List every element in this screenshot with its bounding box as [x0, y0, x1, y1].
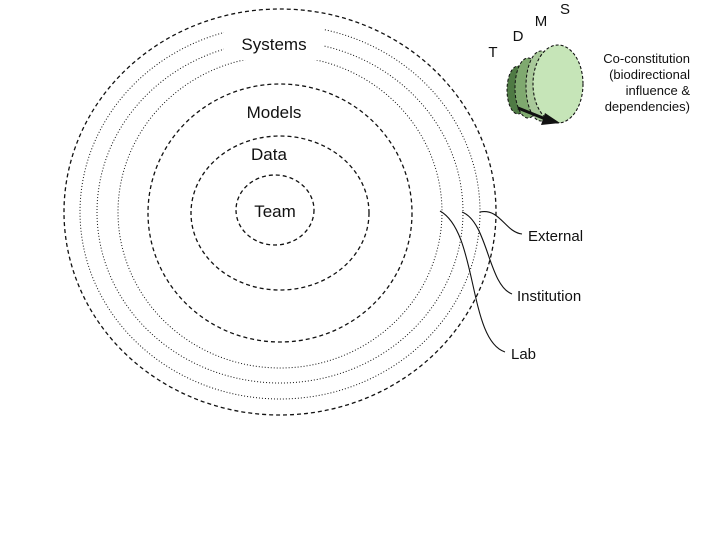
data-ring [190, 135, 370, 291]
legend-caption-line-1: Co-constitution [603, 51, 690, 66]
lab-label: Lab [511, 346, 536, 363]
lab-leader-line [439, 210, 506, 353]
external-label: External [528, 228, 583, 245]
legend-caption-line-4: dependencies) [605, 99, 690, 114]
team-label: Team [254, 202, 296, 221]
systems-layer-disc [532, 44, 584, 124]
team-ring [235, 174, 315, 246]
legend-letter-d: D [513, 28, 524, 45]
models-label: Models [247, 103, 302, 122]
models-ring [147, 83, 413, 343]
legend-letter-s: S [560, 1, 570, 18]
legend-caption-line-3: influence & [626, 83, 691, 98]
systems-label-background [224, 24, 324, 60]
legend-letter-m: M [535, 13, 548, 30]
external-leader-line [479, 211, 523, 235]
legend-caption-line-2: (biodirectional [609, 67, 690, 82]
co-constitution-arrow-icon [517, 106, 549, 122]
institution-leader-line [461, 211, 513, 295]
institution-label: Institution [517, 288, 581, 305]
co-constitution-legend-graphic [506, 44, 584, 125]
data-label: Data [251, 145, 287, 164]
legend-letter-t: T [488, 44, 497, 61]
outer-boundary-ring [63, 8, 497, 416]
systems-label: Systems [241, 35, 306, 54]
co-constitution-arrowhead-icon [541, 113, 560, 125]
